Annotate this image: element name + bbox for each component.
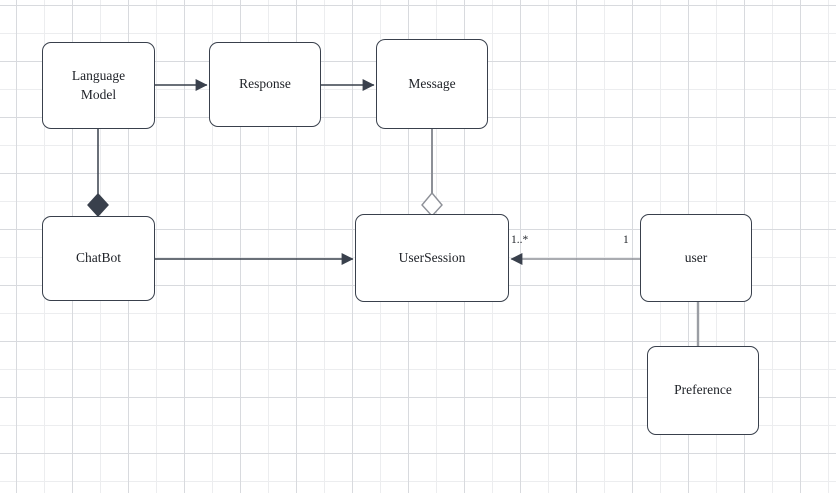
node-label-user: user [684, 249, 708, 265]
edge-language-model-chatbot [87, 129, 109, 218]
multiplicity-label-usersession: 1..* [511, 234, 529, 246]
node-label-usersession: UserSession [398, 249, 466, 265]
node-label-response: Response [239, 76, 291, 92]
node-label-message: Message [408, 75, 456, 91]
hollow-diamond-marker [421, 191, 443, 218]
node-user[interactable]: user [640, 214, 752, 302]
node-response[interactable]: Response [209, 42, 321, 127]
node-usersession[interactable]: UserSession [355, 214, 509, 302]
node-label-preference: Preference [674, 382, 732, 398]
node-label-chatbot: ChatBot [75, 250, 121, 266]
filled-diamond-marker [87, 192, 109, 218]
edge-message-usersession [421, 129, 443, 218]
node-preference[interactable]: Preference [647, 346, 759, 435]
node-language-model[interactable]: Language Model [42, 42, 155, 129]
node-label-language-model: Language Model [71, 68, 126, 102]
node-chatbot[interactable]: ChatBot [42, 216, 155, 301]
multiplicity-label-user: 1 [623, 234, 629, 246]
node-message[interactable]: Message [376, 39, 488, 129]
